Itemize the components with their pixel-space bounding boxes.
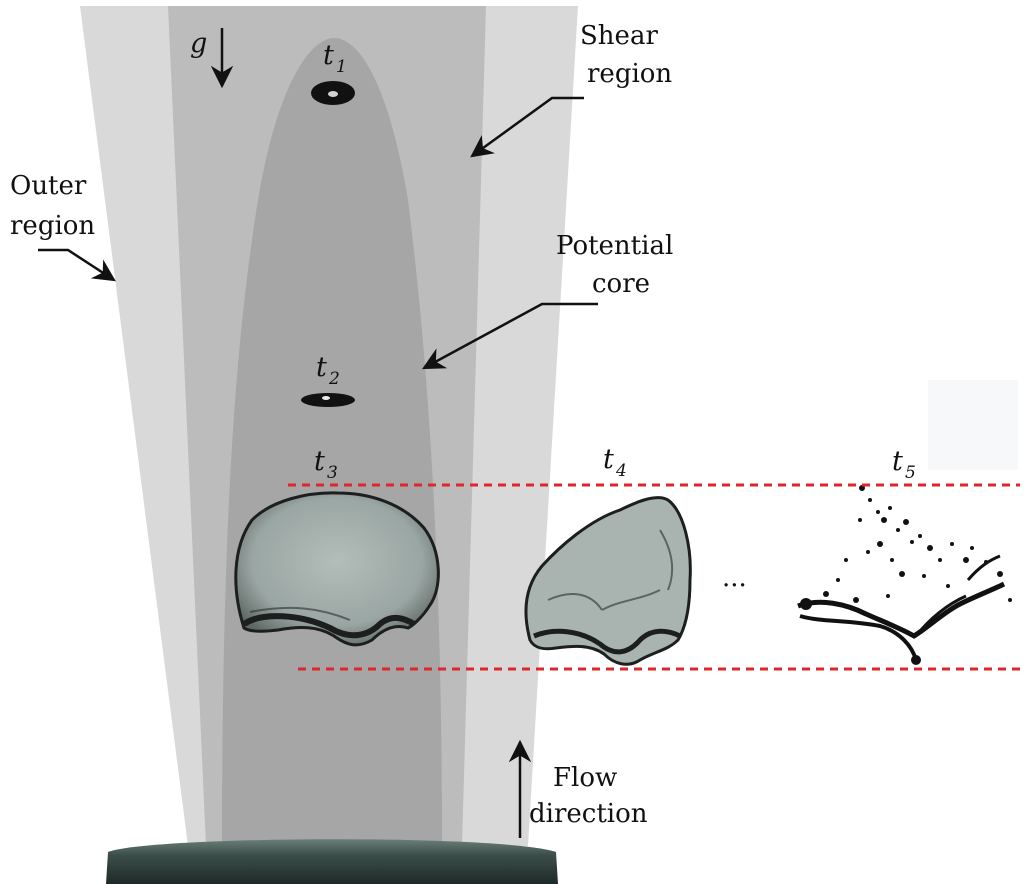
fragment-dot <box>868 498 872 502</box>
fragment-dot <box>888 506 892 510</box>
core-label-line2: core <box>592 269 650 299</box>
fragment-dot <box>836 578 840 582</box>
fragment-dot <box>1008 598 1012 602</box>
fragment-dot <box>899 571 905 577</box>
svg-text:t: t <box>603 444 614 475</box>
outer-label-line1: Outer <box>10 171 87 201</box>
fragment-dot <box>896 528 900 532</box>
outer-arrow <box>38 248 116 282</box>
nozzle <box>106 839 558 884</box>
droplet-t1 <box>311 81 355 105</box>
fragment-dot <box>938 558 942 562</box>
fragment-dot <box>963 557 969 563</box>
time-label-t4: t 4 <box>603 444 627 481</box>
gravity-label: g <box>190 28 207 59</box>
fragment-dot <box>866 550 870 554</box>
time-label-t2: t 2 <box>316 352 340 389</box>
svg-text:t: t <box>316 352 327 383</box>
fragment-dot <box>918 534 922 538</box>
shear-label-line2: region <box>587 59 672 89</box>
core-label-line1: Potential <box>556 231 673 261</box>
fragment-dot <box>844 558 848 562</box>
fragment-dot <box>903 519 909 525</box>
image-patch <box>928 380 1018 470</box>
svg-text:2: 2 <box>328 369 340 389</box>
svg-text:4: 4 <box>615 461 627 481</box>
svg-text:1: 1 <box>336 57 347 77</box>
fragment-dot <box>877 541 883 547</box>
svg-text:3: 3 <box>327 463 338 483</box>
fragment-dot <box>853 597 859 603</box>
flow-label-line2: direction <box>529 799 648 829</box>
fragment-dot <box>858 518 862 522</box>
droplet-t2 <box>301 393 355 407</box>
droplet-t5-fragments <box>797 485 1012 665</box>
fragment-dot <box>881 517 887 523</box>
svg-text:t: t <box>314 446 325 477</box>
flow-label-line1: Flow <box>553 763 617 793</box>
fragment-dot <box>984 560 988 564</box>
time-label-t5: t 5 <box>892 446 916 483</box>
fragment-dot <box>946 584 950 588</box>
fragment-dot <box>876 510 880 514</box>
fragment-dot <box>970 546 974 550</box>
ellipsis-label: ··· <box>722 571 747 601</box>
shear-label-line1: Shear <box>580 21 658 51</box>
core-arrow <box>422 302 598 370</box>
fragment-dot <box>886 594 890 598</box>
svg-text:t: t <box>892 446 903 477</box>
fragment-dot <box>922 574 926 578</box>
fragment-dot <box>823 591 829 597</box>
fragment-dot <box>997 571 1003 577</box>
droplet-t4 <box>524 496 692 666</box>
svg-text:5: 5 <box>905 463 916 483</box>
fragment-dot <box>910 540 914 544</box>
time-label-t3: t 3 <box>314 446 338 483</box>
shear-arrow <box>470 96 584 158</box>
time-label-t1: t 1 <box>323 40 347 77</box>
fragment-dot <box>950 542 954 546</box>
fragment-dot <box>890 558 894 562</box>
droplet-t3 <box>234 491 440 647</box>
svg-text:t: t <box>323 40 334 71</box>
fragment-dot <box>927 545 933 551</box>
potential-core <box>222 38 442 846</box>
outer-label-line2: region <box>10 211 95 241</box>
